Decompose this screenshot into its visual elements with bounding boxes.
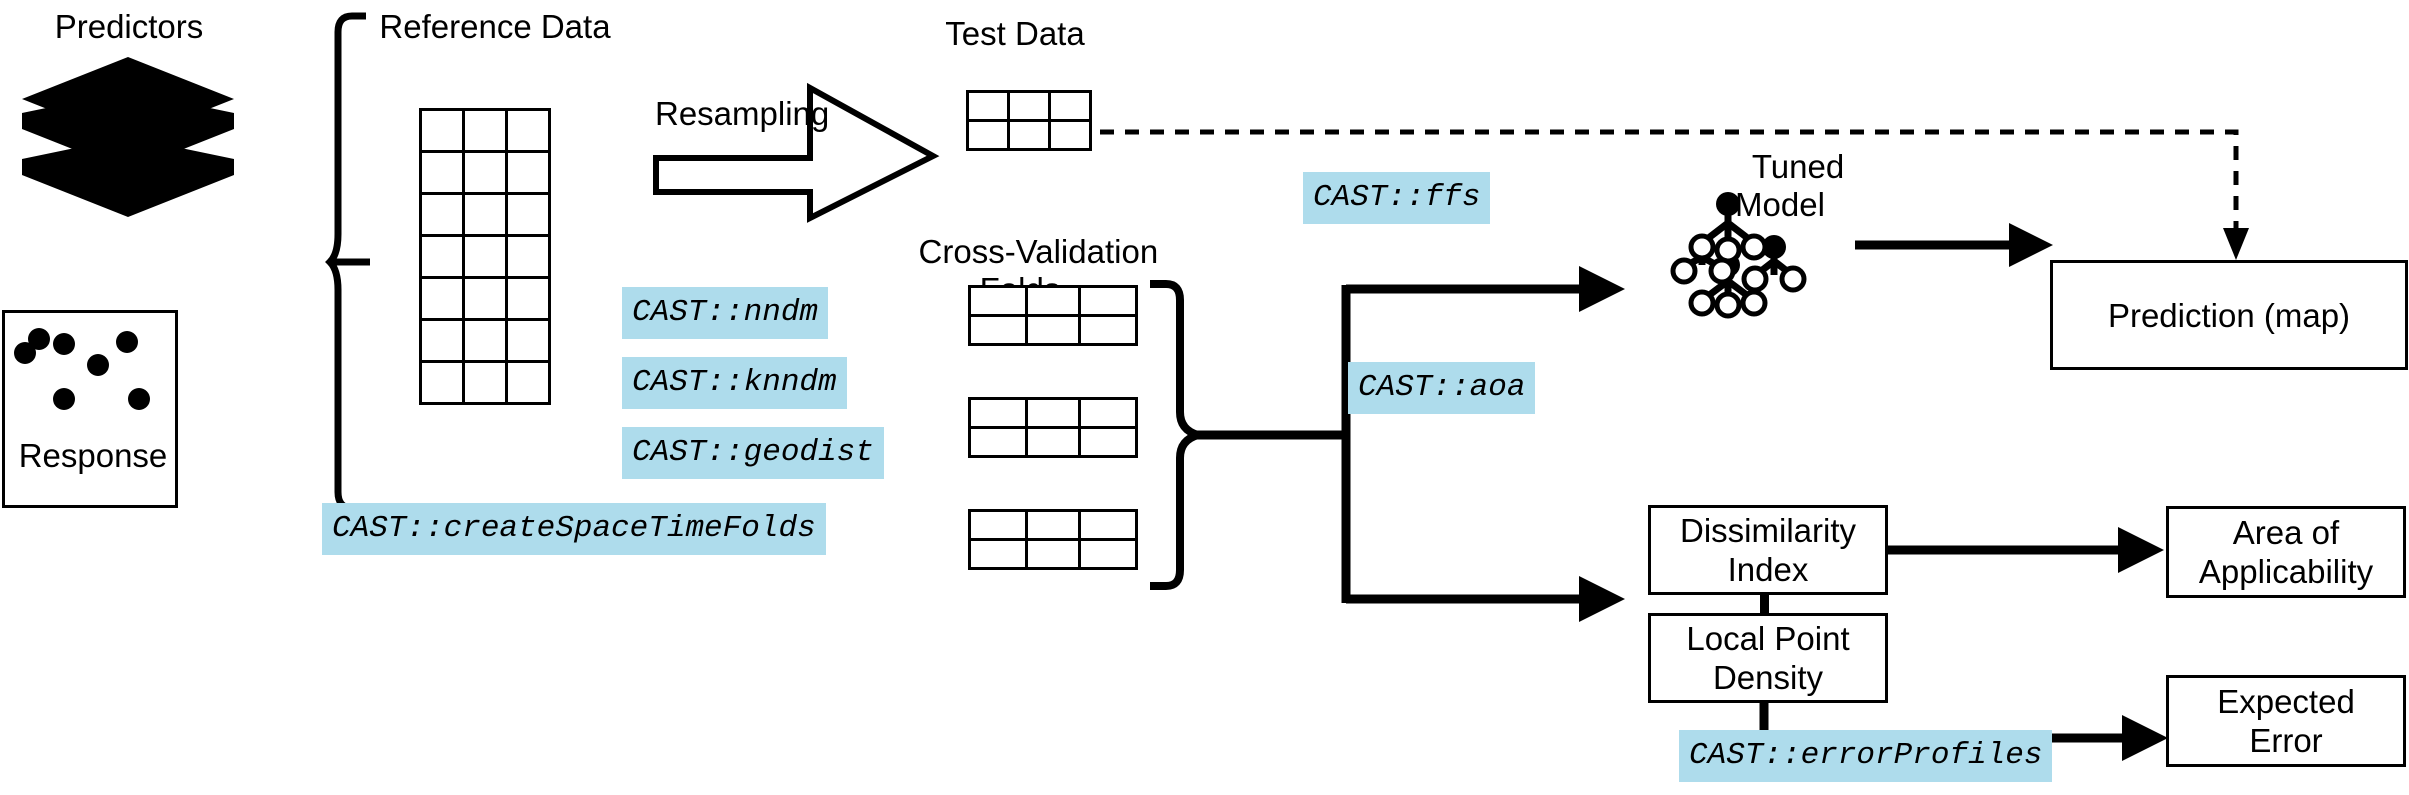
code-label-aoa[interactable]: CAST::aoa bbox=[1348, 362, 1536, 414]
layers-icon bbox=[20, 55, 236, 217]
response-box: Response bbox=[2, 310, 178, 508]
resampling-arrow bbox=[648, 80, 940, 225]
left-brace bbox=[325, 12, 390, 512]
code-label-knndm[interactable]: CAST::knndm bbox=[622, 357, 847, 409]
response-label: Response bbox=[18, 437, 168, 474]
area-of-applicability-box[interactable]: Area of Applicability bbox=[2166, 506, 2406, 598]
fold-table-1 bbox=[968, 285, 1138, 346]
reference-data-label: Reference Data bbox=[379, 8, 611, 45]
test-data-label: Test Data bbox=[945, 15, 1085, 52]
branch-connector bbox=[1195, 255, 1625, 635]
dissimilarity-to-aoa-arrow bbox=[1886, 520, 2166, 580]
box-connector bbox=[1760, 592, 1769, 616]
code-label-geodist[interactable]: CAST::geodist bbox=[622, 427, 884, 479]
predictors-label: Predictors bbox=[54, 8, 204, 45]
local-point-density-box[interactable]: Local Point Density bbox=[1648, 613, 1888, 703]
dissimilarity-index-box[interactable]: Dissimilarity Index bbox=[1648, 505, 1888, 595]
reference-data-table bbox=[419, 108, 551, 405]
decision-tree-icon bbox=[1670, 192, 1828, 319]
test-data-table bbox=[966, 90, 1092, 151]
model-to-prediction-arrow bbox=[1855, 215, 2055, 275]
resampling-label: Resampling bbox=[655, 95, 830, 132]
code-label-nndm[interactable]: CAST::nndm bbox=[622, 287, 829, 339]
code-label-createspacetimefolds[interactable]: CAST::createSpaceTimeFolds bbox=[322, 503, 826, 555]
code-label-errorprofiles[interactable]: CAST::errorProfiles bbox=[1679, 730, 2053, 782]
prediction-box[interactable]: Prediction (map) bbox=[2050, 260, 2408, 370]
test-data-to-prediction-arrow bbox=[1100, 100, 2280, 260]
fold-table-3 bbox=[968, 509, 1138, 570]
code-label-ffs[interactable]: CAST::ffs bbox=[1303, 172, 1491, 224]
expected-error-box[interactable]: Expected Error bbox=[2166, 675, 2406, 767]
scatter-points-icon bbox=[14, 328, 150, 410]
tuned-model-label: Tuned Model bbox=[1735, 148, 1845, 223]
fold-table-2 bbox=[968, 397, 1138, 458]
